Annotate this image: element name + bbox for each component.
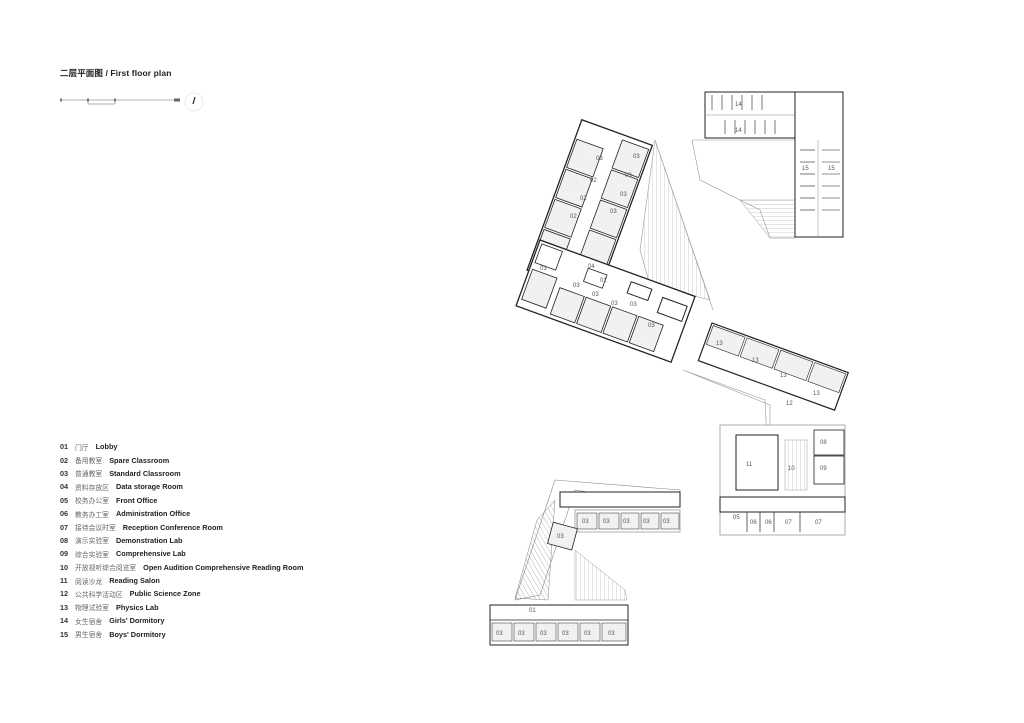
svg-text:03: 03 (623, 519, 630, 525)
svg-text:10: 10 (788, 466, 795, 472)
svg-text:13: 13 (780, 373, 787, 379)
svg-text:03: 03 (603, 519, 610, 525)
svg-text:13: 13 (716, 341, 723, 347)
drawing-title: 二层平面图 / First floor plan (60, 68, 172, 78)
svg-text:03: 03 (610, 209, 617, 215)
svg-text:03: 03 (633, 154, 640, 160)
svg-text:03: 03 (557, 534, 564, 540)
svg-text:03: 03 (584, 631, 591, 637)
svg-text:15: 15 (802, 166, 809, 172)
building-block-southwest: 03 03 03 03 03 03 01 03 03 03 03 03 03 (489, 479, 681, 646)
building-block-east: 13 13 13 13 12 11 10 08 09 05 06 06 07 0… (682, 322, 850, 536)
svg-text:04: 04 (588, 264, 595, 270)
svg-text:03: 03 (562, 631, 569, 637)
svg-text:08: 08 (820, 440, 827, 446)
svg-text:02: 02 (570, 214, 577, 220)
svg-text:03: 03 (573, 283, 580, 289)
svg-text:01: 01 (600, 278, 607, 284)
svg-text:03: 03 (582, 519, 589, 525)
svg-text:03: 03 (611, 301, 618, 307)
svg-text:15: 15 (828, 166, 835, 172)
svg-text:03: 03 (540, 266, 547, 272)
svg-text:03: 03 (663, 519, 670, 525)
svg-text:03: 03 (596, 156, 603, 162)
svg-text:03: 03 (496, 631, 503, 637)
svg-text:03: 03 (608, 631, 615, 637)
svg-text:13: 13 (813, 391, 820, 397)
svg-text:03: 03 (518, 631, 525, 637)
svg-text:03: 03 (625, 173, 632, 179)
svg-text:06: 06 (765, 520, 772, 526)
svg-text:03: 03 (630, 302, 637, 308)
svg-text:03: 03 (540, 631, 547, 637)
svg-text:12: 12 (786, 401, 793, 407)
svg-text:01: 01 (529, 608, 536, 614)
svg-text:14: 14 (735, 102, 742, 108)
svg-text:03: 03 (648, 323, 655, 329)
svg-text:03: 03 (592, 292, 599, 298)
north-arrow-icon (184, 92, 204, 112)
svg-text:06: 06 (750, 520, 757, 526)
svg-text:05: 05 (733, 515, 740, 521)
building-block-northeast: 14 14 15 15 (691, 91, 844, 239)
svg-text:03: 03 (643, 519, 650, 525)
svg-text:13: 13 (752, 358, 759, 364)
svg-text:09: 09 (820, 466, 827, 472)
svg-text:07: 07 (815, 520, 822, 526)
svg-text:02: 02 (580, 196, 587, 202)
svg-text:03: 03 (620, 192, 627, 198)
scale-bar (60, 98, 180, 105)
svg-text:14: 14 (735, 128, 742, 134)
svg-text:02: 02 (590, 178, 597, 184)
svg-text:11: 11 (746, 462, 753, 468)
svg-text:07: 07 (785, 520, 792, 526)
building-block-northwest: 03 03 02 03 02 03 02 03 03 01 04 03 03 0… (515, 118, 714, 364)
